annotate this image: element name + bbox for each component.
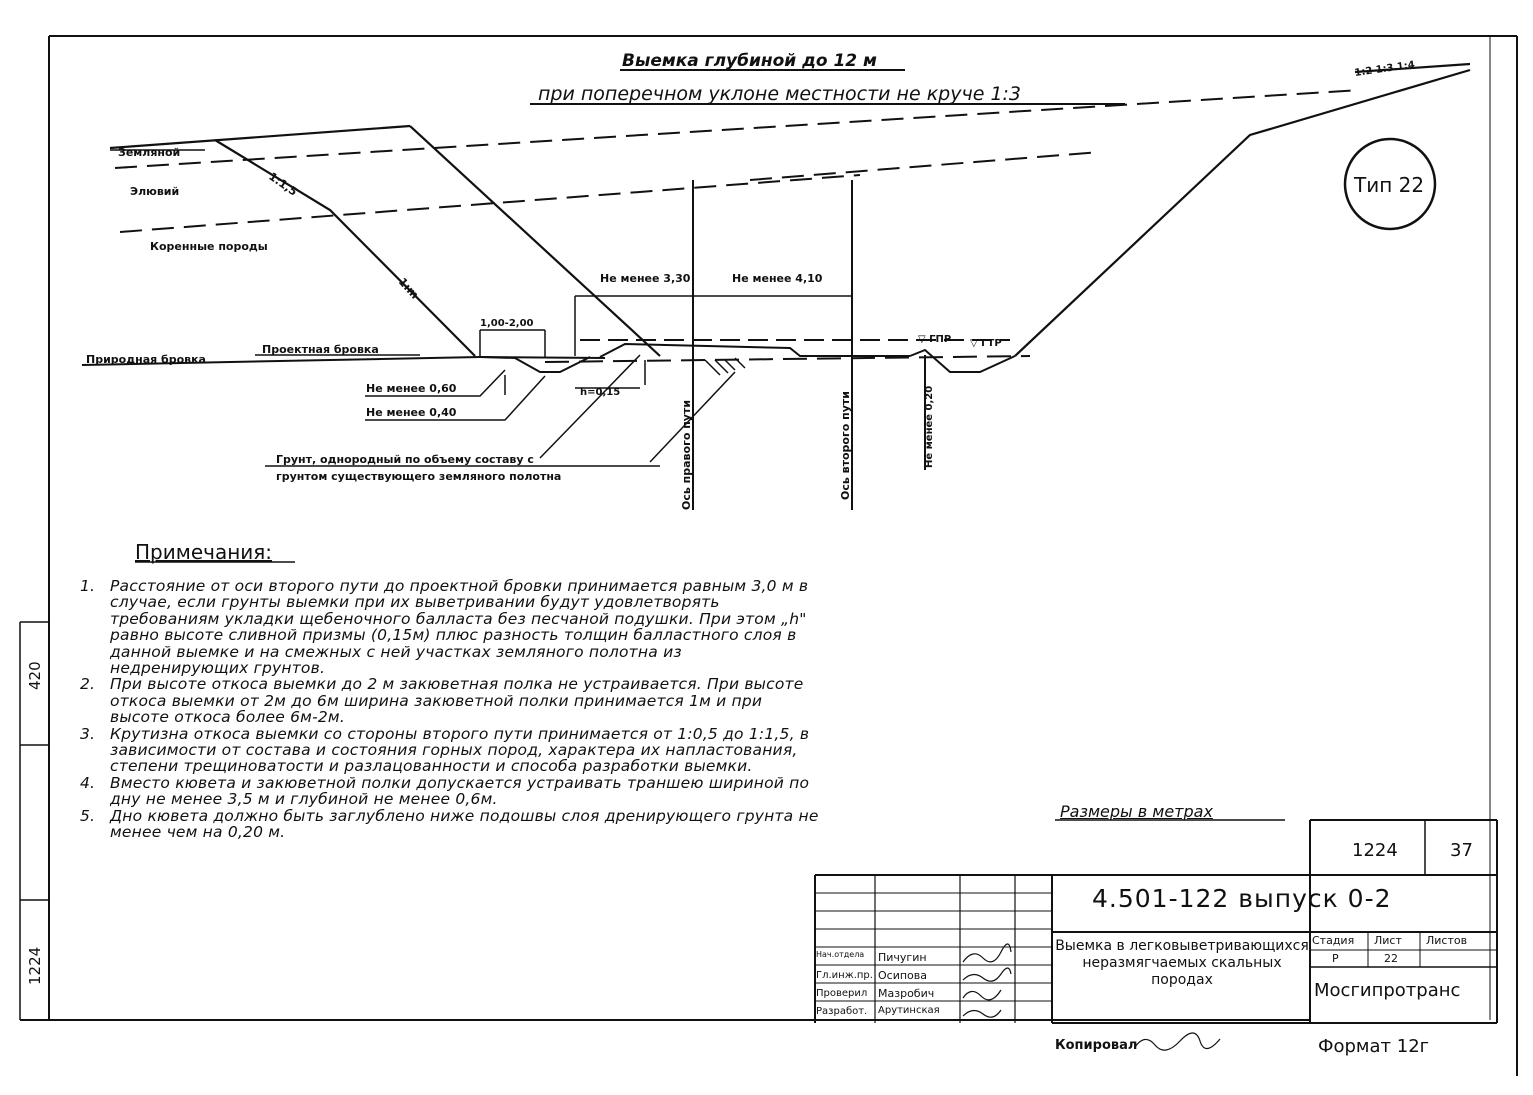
note-text: При высоте откоса выемки до 2 м закюветн… — [110, 675, 804, 727]
label-h-val: h=0,15 — [580, 387, 620, 398]
label-soil-mid: Элювий — [130, 185, 179, 198]
signatures — [962, 943, 1221, 1051]
note-number: 2. — [80, 675, 96, 694]
margin-top-number: 420 — [26, 661, 44, 690]
margin-bottom-number: 1224 — [26, 947, 44, 985]
project-code: 4.501-122 выпуск 0-2 — [1092, 884, 1392, 913]
notes-list: 1. Расстояние от оси второго пути до прое… — [80, 578, 820, 841]
label-ditch-width: 1,00-2,00 — [480, 318, 534, 329]
name-3: Мазробич — [878, 987, 935, 1000]
sheet-value: 22 — [1384, 952, 1398, 965]
role-4: Разработ. — [816, 1006, 868, 1017]
note-item: 1. Расстояние от оси второго пути до прое… — [80, 577, 820, 678]
sheet-frame — [19, 35, 1518, 1076]
sheet-code: 1224 — [1352, 840, 1398, 861]
note-number: 4. — [80, 773, 96, 792]
strata-lines — [114, 89, 1361, 233]
note-item: 2. При высоте откоса выемки до 2 м закюве… — [80, 676, 820, 725]
note-item: 3. Крутизна откоса выемки со стороны втор… — [80, 724, 820, 776]
note-number: 5. — [80, 806, 96, 825]
note-item: 4. Вместо кювета и закюветной полки допус… — [80, 775, 820, 808]
label-soil-note-1: Грунт, однородный по объему составу с — [276, 453, 534, 466]
name-4: Арутинская — [878, 1005, 940, 1016]
role-1: Нач.отдела — [816, 950, 865, 959]
label-soil-top: Земляной — [118, 146, 180, 159]
note-text: Вместо кювета и закюветной полки допуска… — [110, 773, 810, 809]
label-bedrock: Коренные породы — [150, 240, 268, 253]
stage-value: Р — [1332, 952, 1339, 965]
label-top-right: 1:2 1:3 1:4 — [1354, 60, 1416, 79]
drawing-description: Выемка в легковыветривающихся неразмягча… — [1055, 938, 1309, 988]
note-number: 3. — [80, 724, 96, 743]
note-number: 1. — [80, 577, 96, 595]
role-2: Гл.инж.пр. — [816, 970, 873, 981]
heading-line2: при поперечном уклоне местности не круче… — [538, 83, 1021, 105]
heading-line1: Выемка глубиной до 12 м — [622, 51, 877, 71]
note-item: 5. Дно кювета должно быть заглублено ниже… — [80, 808, 820, 841]
notes-title: Примечания: — [135, 540, 273, 564]
label-track1-axis: Ось правого пути — [680, 400, 693, 510]
label-not-less-040: Не менее 0,40 — [366, 406, 457, 419]
label-not-less-410: Не менее 4,10 — [732, 272, 823, 285]
dimension-lines — [110, 149, 852, 467]
copied-by-label: Копировал — [1055, 1038, 1138, 1053]
name-1: Пичугин — [878, 951, 927, 964]
stage-header: Стадия — [1312, 934, 1355, 947]
organization: Мосгипротранс — [1314, 980, 1461, 1001]
track-axes — [692, 180, 926, 510]
label-soil-note-2: грунтом существующего земляного полотна — [276, 470, 561, 483]
label-natural-edge: Природная бровка — [86, 353, 206, 366]
label-not-less-right: Не менее 0,20 — [924, 386, 935, 468]
sheets-header: Листов — [1426, 934, 1468, 947]
note-text: Крутизна откоса выемки со стороны второг… — [110, 724, 810, 776]
label-slope-1: 1:1,5 — [266, 170, 299, 199]
sheet-number: 37 — [1450, 840, 1473, 861]
subgrade — [81, 339, 1031, 373]
ground-profile — [109, 62, 1471, 357]
type-badge: Тип 22 — [1353, 173, 1424, 197]
label-gpr: ▽ ГПР — [918, 334, 951, 345]
label-design-edge: Проектная бровка — [262, 343, 379, 356]
format-label: Формат 12г — [1318, 1036, 1430, 1057]
role-3: Проверил — [816, 988, 868, 999]
name-2: Осипова — [878, 969, 928, 982]
note-text: Расстояние от оси второго пути до проект… — [110, 577, 809, 678]
note-text: Дно кювета должно быть заглублено ниже п… — [110, 806, 819, 842]
title-block-grid — [814, 819, 1498, 1024]
units-note: Размеры в метрах — [1060, 802, 1213, 821]
label-not-less-060: Не менее 0,60 — [366, 382, 457, 395]
label-not-less-330: Не менее 3,30 — [600, 272, 691, 285]
label-gtp: ▽ ГТР — [970, 338, 1002, 349]
sheet-header: Лист — [1374, 934, 1402, 947]
hatch — [704, 357, 746, 376]
label-track2-axis: Ось второго пути — [839, 391, 852, 500]
type-badge-circle — [1343, 137, 1437, 231]
